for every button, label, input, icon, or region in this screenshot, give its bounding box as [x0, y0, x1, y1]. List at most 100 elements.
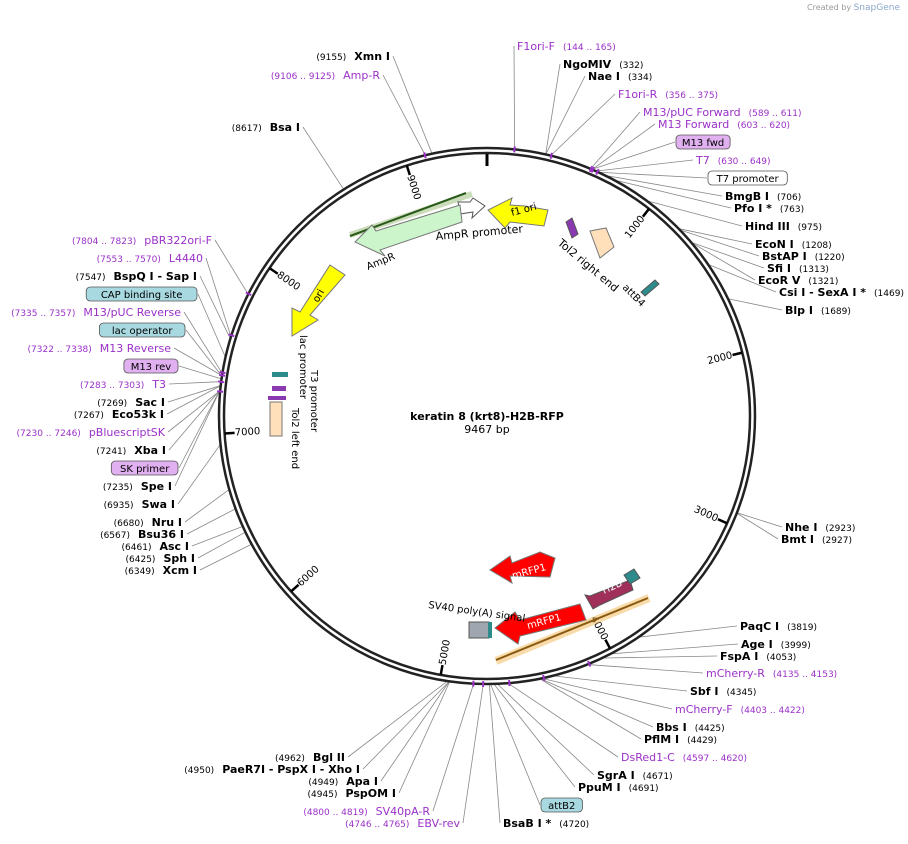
leader-line [178, 391, 220, 469]
site-position: (706) [777, 193, 801, 203]
site-label[interactable]: BstAP I(1220) [762, 250, 845, 263]
site-label[interactable]: (8617)Bsa I [232, 121, 300, 134]
tick-label: 2000 [706, 350, 733, 367]
site-label[interactable]: (7230 .. 7246)pBluescriptSK [17, 426, 166, 439]
site-label[interactable]: Nae I(334) [588, 70, 652, 83]
site-name: BspQ I - Sap I [114, 270, 197, 283]
label-t3-promoter: T3 promoter [308, 369, 319, 433]
site-label[interactable]: BsaB I *(4720) [503, 817, 589, 830]
site-label[interactable]: T7(630 .. 649) [695, 154, 771, 167]
feature-tag: CAP binding site [101, 290, 183, 301]
site-label[interactable]: (7235)Spe I [103, 480, 172, 493]
primer-label: T7(630 .. 649) [695, 154, 771, 167]
site-label[interactable]: Age I(3999) [741, 638, 811, 651]
site-label[interactable]: Blp I(1689) [785, 304, 851, 317]
primer-label: M13/pUC Forward(589 .. 611) [643, 106, 801, 119]
site-position: (1689) [821, 307, 851, 317]
site-label[interactable]: (4800 .. 4819)SV40pA-R [303, 805, 430, 818]
site-label[interactable]: Csi I - SexA I *(1469) [779, 286, 904, 299]
feature-mrfp1-bottom [494, 603, 587, 645]
site-label[interactable]: Bbs I(4425) [656, 721, 725, 734]
site-label[interactable]: EcoN I(1208) [755, 238, 832, 251]
site-label[interactable]: (9155)Xmn I [316, 50, 390, 63]
site-label[interactable]: DsRed1-C(4597 .. 4620) [621, 751, 747, 764]
site-label[interactable]: lac operator [99, 322, 186, 338]
site-label[interactable]: (6680)Nru I [114, 516, 182, 529]
leader-line [205, 257, 231, 336]
feature-ori [291, 264, 346, 337]
feature-f1ori [487, 197, 549, 229]
site-label[interactable]: (7241)Xba I [96, 444, 166, 457]
site-label[interactable]: SK primer [110, 460, 179, 476]
site-label[interactable]: (7267)Eco53k I [74, 408, 164, 421]
site-label[interactable]: attB2 [540, 797, 583, 813]
site-label[interactable]: BmgB I(706) [725, 190, 801, 203]
site-label[interactable]: PpuM I(4691) [578, 781, 659, 794]
enzyme-label: (6461)Asc I [122, 540, 189, 553]
site-position: (1313) [799, 265, 829, 275]
site-position: (4403 .. 4422) [741, 706, 805, 716]
site-label[interactable]: Pfo I *(763) [734, 202, 804, 215]
site-position: (7322 .. 7338) [28, 345, 92, 355]
site-label[interactable]: (6935)Swa I [104, 498, 175, 511]
site-position: (7267) [74, 411, 104, 421]
site-label[interactable]: (4945)PspOM I [308, 787, 396, 800]
leader-line [545, 63, 561, 154]
site-name: Bmt I [781, 533, 814, 546]
site-label[interactable]: (6461)Asc I [122, 540, 189, 553]
leader-line [692, 242, 765, 269]
site-label[interactable]: (4746 .. 4765)EBV-rev [345, 817, 460, 830]
site-label[interactable]: NgoMIV(332) [563, 58, 643, 71]
site-label[interactable]: Sfi I(1313) [767, 262, 829, 275]
site-label[interactable]: M13 rev [123, 358, 179, 374]
label-attb4: attB4 [620, 282, 647, 309]
site-label[interactable]: (4962)Bgl II [275, 751, 345, 764]
primer-site-marker [228, 333, 235, 338]
site-label[interactable]: M13/pUC Forward(589 .. 611) [643, 106, 801, 119]
site-name: Xcm I [163, 564, 197, 577]
site-label[interactable]: SgrA I(4671) [597, 769, 673, 782]
site-label[interactable]: EcoR V(1321) [758, 274, 838, 287]
site-position: (332) [619, 61, 643, 71]
site-position: (6935) [104, 501, 134, 511]
site-label[interactable]: F1ori-R(356 .. 375) [618, 88, 718, 101]
enzyme-label: (6567)Bsu36 I [100, 528, 184, 541]
site-label[interactable]: FspA I(4053) [720, 650, 796, 663]
site-label[interactable]: PflM I(4429) [644, 733, 717, 746]
leader-line [729, 298, 783, 311]
site-label[interactable]: (7335 .. 7357)M13/pUC Reverse [11, 306, 181, 319]
site-label[interactable]: M13 Forward(603 .. 620) [658, 118, 790, 131]
site-name: M13 Reverse [100, 342, 171, 355]
site-label[interactable]: Hind III(975) [745, 220, 822, 233]
site-position: (7804 .. 7823) [72, 237, 136, 247]
site-label[interactable]: Sbf I(4345) [690, 685, 756, 698]
site-label[interactable]: (7283 .. 7303)T3 [80, 378, 166, 391]
leader-line [543, 678, 673, 710]
site-label[interactable]: T7 promoter [707, 170, 788, 186]
site-label[interactable]: mCherry-F(4403 .. 4422) [675, 703, 805, 716]
site-name: PaqC I [740, 620, 779, 633]
site-label[interactable]: (7322 .. 7338) M13 Reverse [28, 342, 172, 355]
site-label[interactable]: F1ori-F(144 .. 165) [517, 40, 616, 53]
site-label[interactable]: (4950)PaeR7I - PspX I - Xho I [184, 763, 360, 776]
site-label[interactable]: (7804 .. 7823)pBR322ori-F [72, 234, 212, 247]
site-label[interactable]: (6349)Xcm I [125, 564, 197, 577]
site-label[interactable]: (9106 .. 9125)Amp-R [271, 69, 380, 82]
site-label[interactable]: mCherry-R(4135 .. 4153) [706, 667, 837, 680]
site-label[interactable]: PaqC I(3819) [740, 620, 817, 633]
site-label[interactable]: Nhe I(2923) [785, 521, 855, 534]
feature-tag: M13 rev [131, 362, 172, 373]
site-label[interactable]: (7269)Sac I [97, 396, 165, 409]
site-label[interactable]: M13 fwd [675, 134, 731, 150]
site-position: (2927) [822, 536, 852, 546]
site-label[interactable]: (4949)Apa I [308, 775, 378, 788]
feature-amprpromoter [457, 197, 486, 220]
primer-site-marker [595, 168, 600, 175]
site-label[interactable]: (7547)BspQ I - Sap I [76, 270, 197, 283]
enzyme-label: (4949)Apa I [308, 775, 378, 788]
site-label[interactable]: (6567)Bsu36 I [100, 528, 184, 541]
site-label[interactable]: (7553 .. 7570)L4440 [97, 252, 203, 265]
site-label[interactable]: CAP binding site [85, 286, 198, 302]
site-label[interactable]: (6425)Sph I [126, 552, 196, 565]
site-label[interactable]: Bmt I (2927) [781, 533, 852, 546]
